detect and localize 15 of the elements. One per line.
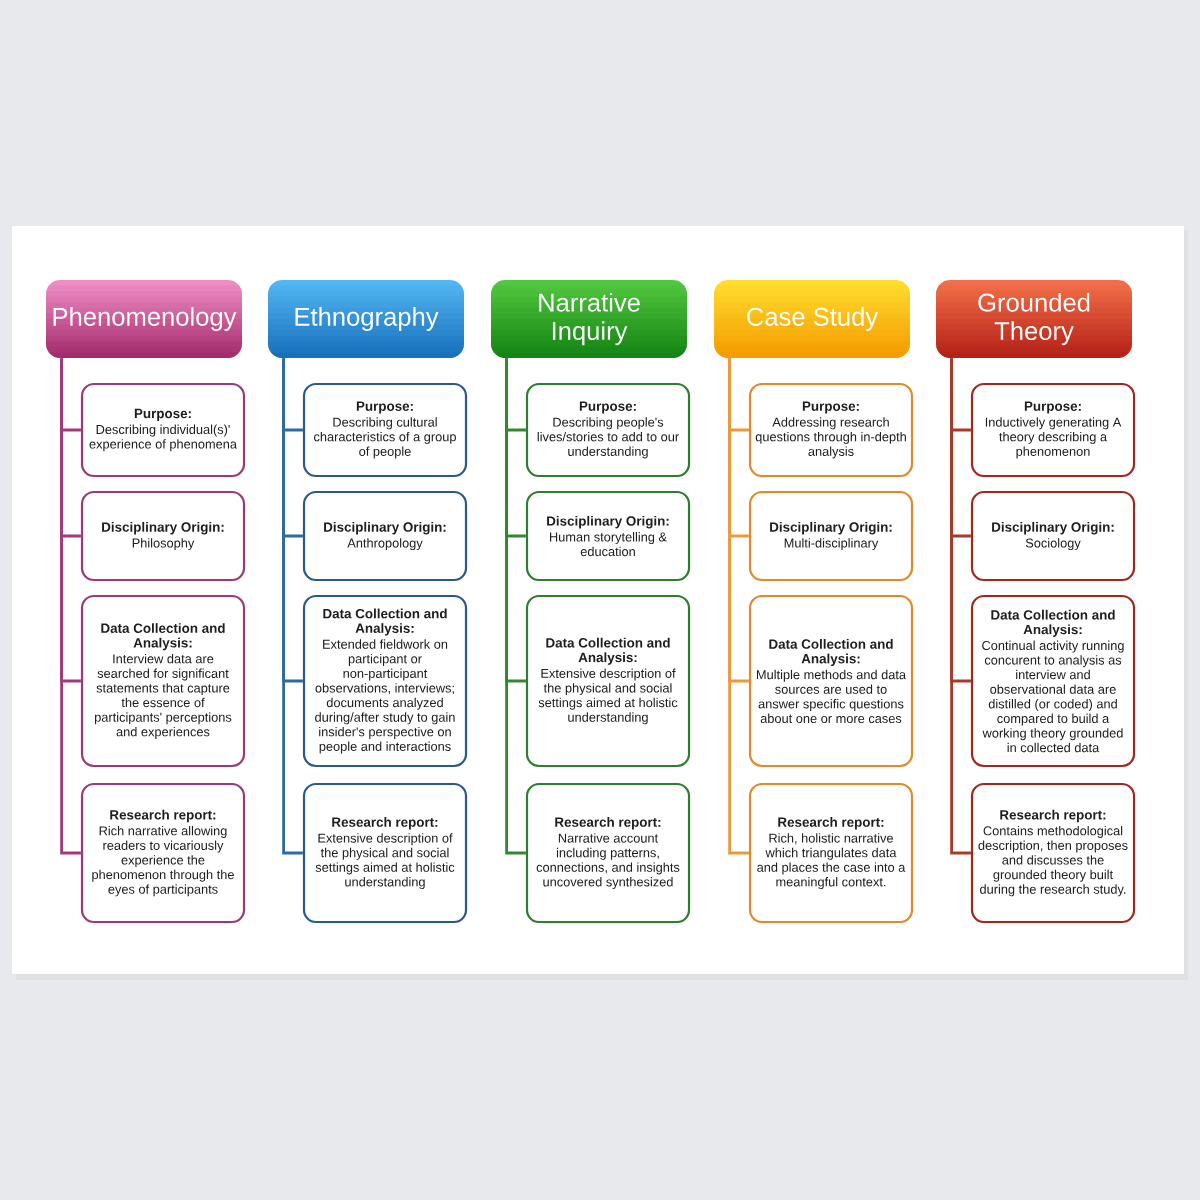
connector-line: [505, 358, 526, 855]
connector-line: [728, 358, 749, 855]
connector-line: [950, 358, 971, 855]
method-header: [936, 280, 1132, 358]
header-title: Narrative Inquiry: [539, 292, 640, 346]
method-header: [268, 280, 464, 358]
header-title: Phenomenology: [53, 307, 237, 331]
header-title: Ethnography: [295, 307, 439, 331]
method-header: [491, 280, 687, 358]
connector-line: [60, 358, 81, 855]
header-title: Case Study: [747, 307, 879, 331]
method-header: [714, 280, 910, 358]
method-header: [46, 280, 242, 358]
header-title: Grounded Theory: [978, 292, 1090, 346]
connector-line: [282, 358, 303, 855]
